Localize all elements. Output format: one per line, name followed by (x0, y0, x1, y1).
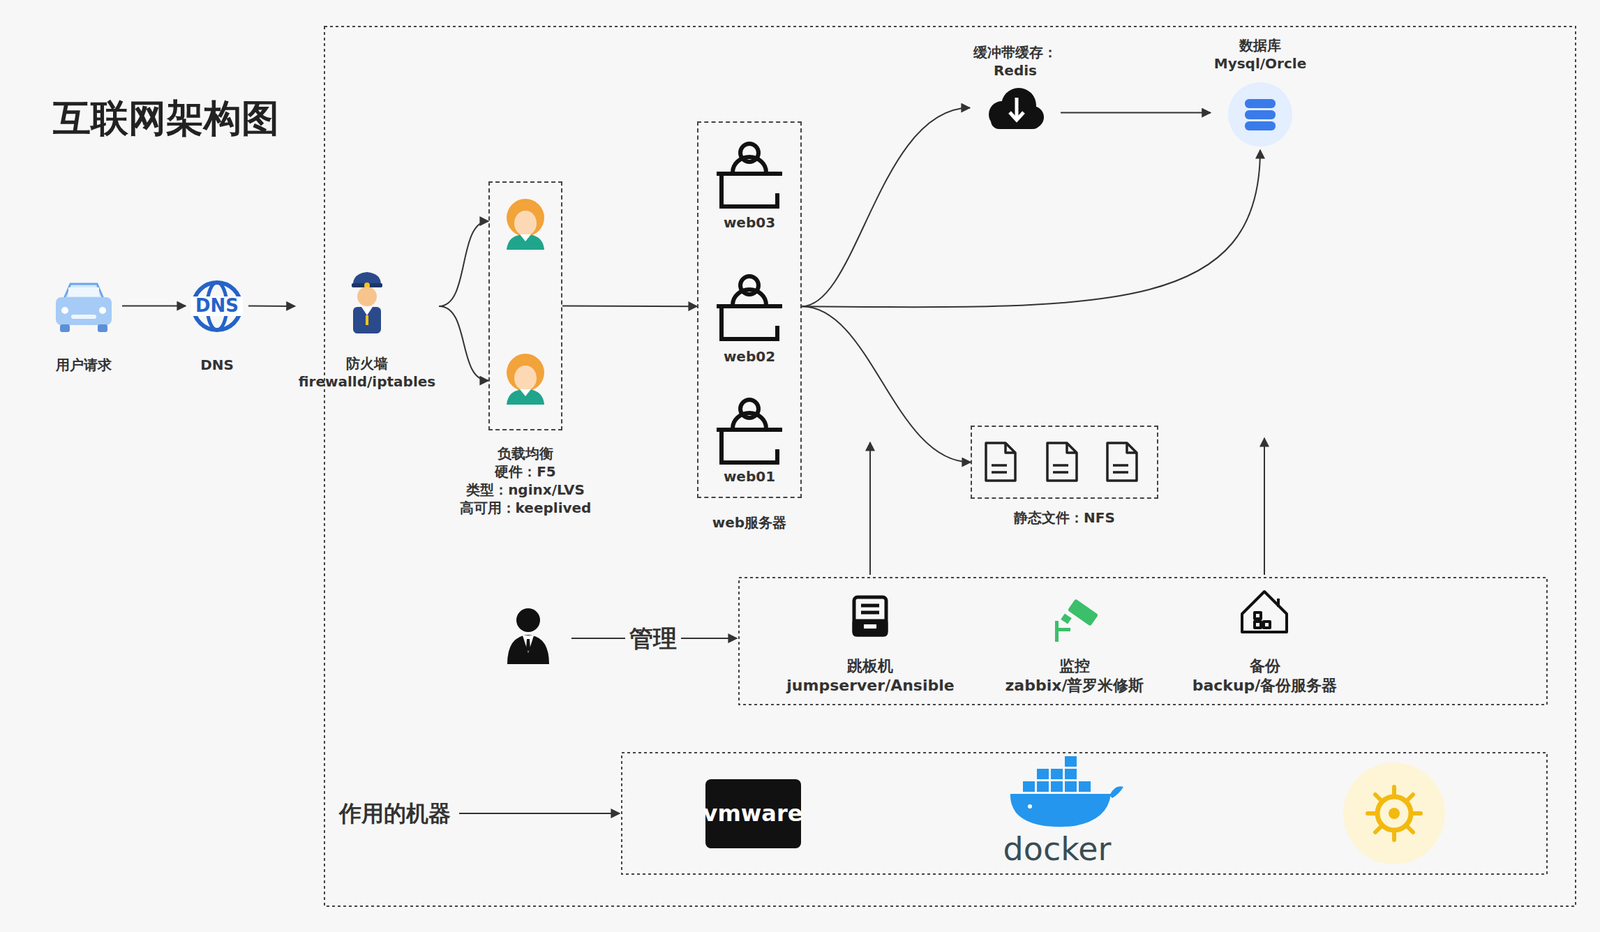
car-icon (55, 283, 112, 333)
backup-house-icon (1242, 591, 1287, 633)
edge-label: 管理 (625, 624, 682, 654)
web-server-node: web02 (707, 265, 792, 369)
nfs-group: 静态文件：NFS (970, 425, 1159, 499)
logo-text: vmware (703, 800, 804, 827)
connector (801, 108, 970, 308)
connector-line (438, 306, 489, 381)
database-node: 数据库 Mysql/Orcle (1210, 33, 1310, 151)
node-label: 跳板机 jumpserver/Ansible (786, 656, 954, 697)
diagram-title: 互联网架构图 (53, 93, 280, 145)
up-arrow (1263, 438, 1266, 575)
firewall-node: 防火墙 firewalld/iptables (295, 267, 439, 394)
node-label: 数据库 Mysql/Orcle (1214, 36, 1307, 73)
connector-line (248, 305, 296, 308)
helm-logo (1343, 762, 1446, 865)
monitor-node: 监控 zabbix/普罗米修斯 (987, 587, 1162, 700)
web-server-icon (716, 276, 783, 340)
node-label: DNS (200, 355, 234, 375)
document-icon (985, 443, 1137, 481)
monitor-camera-icon (1055, 598, 1099, 642)
node-label: 用户请求 (55, 355, 112, 375)
connector (248, 305, 296, 307)
connector (122, 305, 186, 307)
connector (801, 150, 1261, 308)
management-frame (738, 577, 1547, 705)
web-server-group: web服务器web03web02web01 (697, 121, 802, 499)
web-server-icon (716, 399, 783, 463)
admin-icon (507, 608, 550, 665)
dns-icon-text: DNS (195, 295, 239, 317)
node-label: 缓冲带缓存： Redis (973, 43, 1058, 80)
jumpserver-node: 跳板机 jumpserver/Ansible (781, 587, 960, 700)
outer-frame (324, 26, 1576, 907)
group-heading: web服务器 (712, 513, 787, 532)
cache-cloud-icon (988, 87, 1044, 130)
load-balancer-icon (506, 353, 545, 405)
node-label: 监控 zabbix/普罗米修斯 (1005, 656, 1145, 697)
node-label: 备份 backup/备份服务器 (1192, 656, 1338, 697)
redis-cache-node: 缓冲带缓存： Redis (969, 40, 1061, 139)
web-server-node: web03 (707, 131, 792, 235)
load-balancer-icon (506, 198, 545, 250)
up-arrow (869, 442, 871, 575)
connector (562, 305, 698, 308)
group-heading: 负载均衡 硬件：F5 类型：nginx/LVS 高可用：keeplived (459, 444, 592, 518)
web-server-icon (716, 143, 783, 207)
side-label: 作用的机器 (339, 800, 451, 827)
node-label: web03 (723, 213, 776, 232)
request-node: 用户请求 (45, 275, 123, 377)
machines-arrow (459, 812, 620, 815)
web-server-node: web01 (707, 389, 792, 489)
database-icon (1228, 82, 1293, 147)
jumpserver-icon (854, 597, 887, 635)
node-label: 防火墙 firewalld/iptables (298, 354, 436, 391)
docker-logo (1010, 756, 1124, 827)
connector (438, 221, 489, 381)
connector-line (562, 305, 698, 308)
backup-node: 备份 backup/备份服务器 (1175, 587, 1354, 700)
connector-line (122, 305, 186, 308)
connector-line (801, 306, 971, 462)
dns-node: DNS (185, 275, 249, 377)
connector-line (1060, 112, 1211, 114)
firewall-police-icon (351, 272, 383, 334)
node-label: web01 (723, 467, 776, 486)
connector-line (438, 221, 489, 307)
connector-line (801, 108, 970, 308)
tools-frame (621, 752, 1547, 875)
logo-text: docker (1003, 830, 1112, 869)
node-label: web02 (723, 347, 776, 366)
connector-line (801, 150, 1261, 308)
connector (801, 306, 971, 462)
connector (1060, 112, 1211, 114)
load-balancer-group: 负载均衡 硬件：F5 类型：nginx/LVS 高可用：keeplived (488, 181, 563, 431)
group-heading: 静态文件：NFS (1013, 508, 1116, 527)
dns-globe-icon (191, 282, 243, 331)
